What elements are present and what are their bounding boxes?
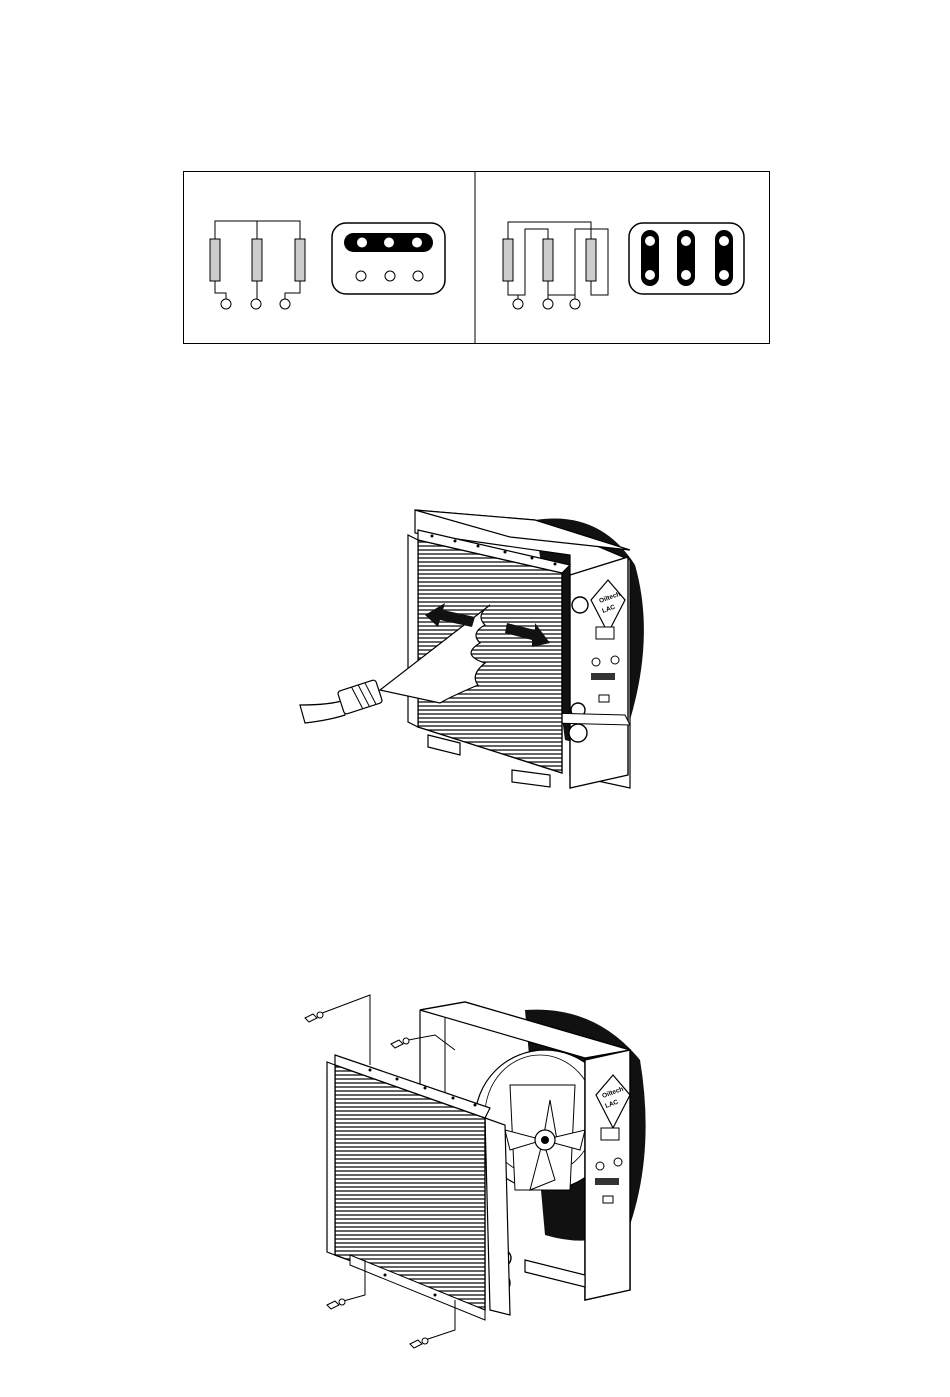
star-terminal-board: [332, 223, 445, 294]
delta-terminal-board: [629, 223, 744, 294]
cleaning-illustration: Oiltech LAC: [300, 505, 660, 795]
cleaning-illustration-svg: Oiltech LAC: [300, 505, 660, 795]
wiring-diagram-svg: [183, 171, 770, 344]
disassembly-illustration: Oiltech LAC: [295, 990, 665, 1360]
disassembly-illustration-svg: Oiltech LAC: [295, 990, 665, 1360]
wiring-diagram: [183, 171, 770, 344]
